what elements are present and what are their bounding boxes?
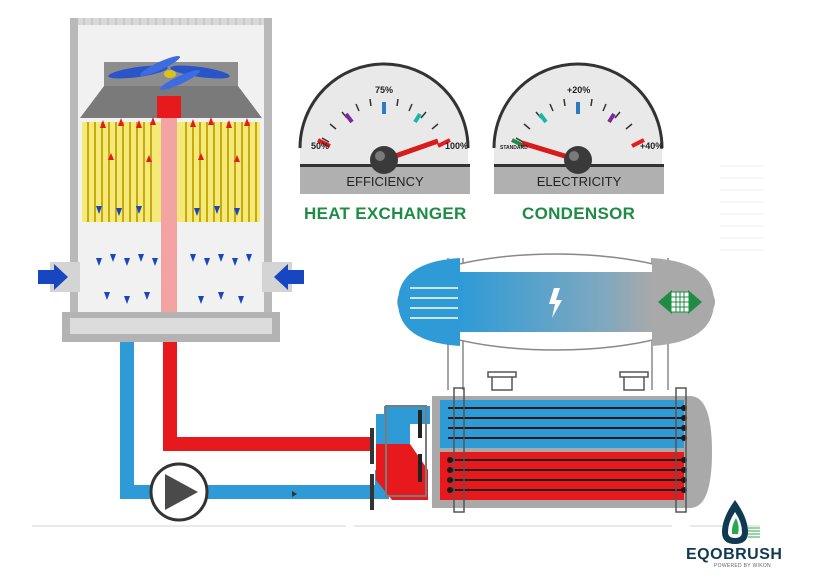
efficiency-tick-min: 50% xyxy=(311,141,330,151)
efficiency-tick-max: 100% xyxy=(445,141,469,151)
heat-exchanger xyxy=(432,258,712,513)
efficiency-label: EFFICIENCY xyxy=(346,174,424,189)
electricity-tick-min: STANDARD xyxy=(500,145,528,151)
eqobrush-logo xyxy=(722,500,760,544)
tube-detail-callout xyxy=(397,253,715,351)
fan-icon xyxy=(108,56,230,90)
piping xyxy=(120,342,430,510)
flow-arrow-icon xyxy=(282,491,297,497)
electricity-gauge xyxy=(492,62,664,194)
brand-tagline: POWERED BY WIKON xyxy=(714,563,771,569)
condensor-title: CONDENSOR xyxy=(522,204,636,223)
heat-exchanger-title: HEAT EXCHANGER xyxy=(304,204,467,223)
hot-droplets xyxy=(100,117,250,162)
electricity-tick-mid: +20% xyxy=(567,85,591,95)
inlet-arrow-icon xyxy=(38,264,68,290)
efficiency-tick-mid: 75% xyxy=(375,85,394,95)
inlet-arrow-icon xyxy=(274,264,304,290)
cooling-tower xyxy=(38,18,304,342)
cold-droplets xyxy=(96,206,252,304)
efficiency-gauge xyxy=(298,62,470,194)
lightning-icon xyxy=(549,288,562,318)
electricity-tick-max: +40% xyxy=(640,141,664,151)
brand-name: EQOBRUSH xyxy=(686,546,783,563)
electricity-label: ELECTRICITY xyxy=(536,174,622,189)
pump-icon xyxy=(149,462,209,522)
